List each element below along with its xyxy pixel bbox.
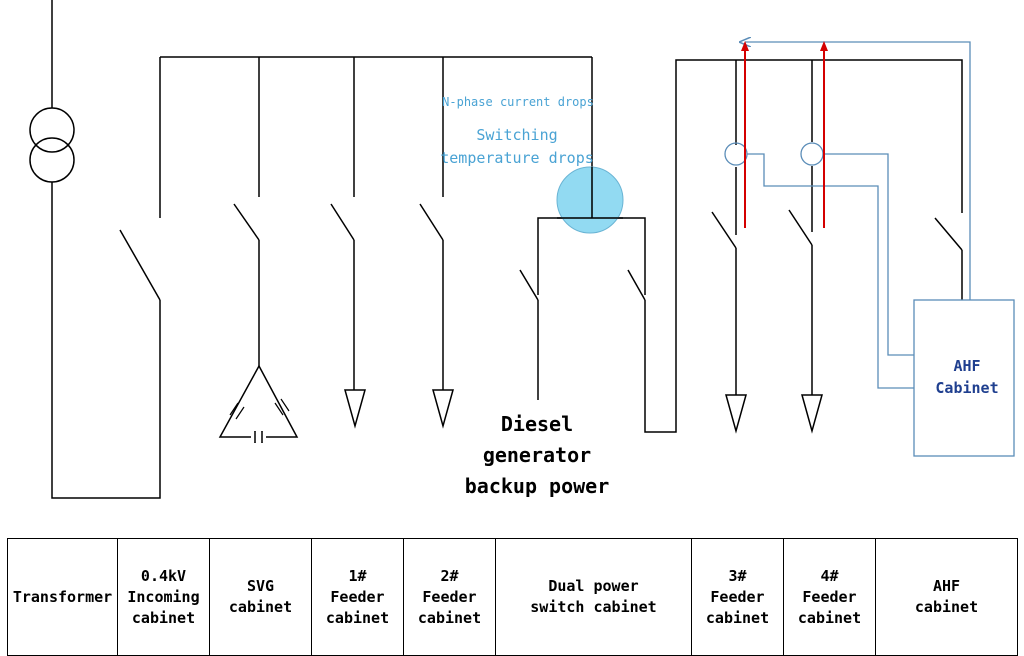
dual-power-switch	[519, 57, 963, 433]
single-line-diagram: AHF Cabinet N-phase current drops Switch…	[29, 0, 1015, 499]
n-phase-note: N-phase current drops	[442, 95, 594, 109]
feeder-1-branch	[330, 57, 366, 429]
cell-ahf-cabinet: AHF cabinet	[875, 538, 1018, 656]
feeder-4-branch	[788, 60, 823, 434]
feeder-4-load-icon	[801, 394, 823, 434]
incoming-breaker	[119, 57, 161, 301]
feeder-2-load-icon	[432, 389, 454, 429]
diesel-label-line2: generator	[483, 443, 591, 467]
feeder-3-load-icon	[725, 394, 747, 434]
cabinet-legend-table: Transformer 0.4kV Incoming cabinet SVG c…	[7, 538, 1018, 656]
cell-feeder-3: 3# Feeder cabinet	[691, 538, 784, 656]
cell-transformer: Transformer	[7, 538, 118, 656]
switching-note-line1: Switching	[476, 126, 557, 144]
ahf-cabinet-label-line2: Cabinet	[935, 379, 998, 397]
diesel-label-line1: Diesel	[501, 412, 573, 436]
cabinet-row: Transformer 0.4kV Incoming cabinet SVG c…	[7, 538, 1018, 656]
feeder-2-branch	[419, 57, 454, 429]
cell-dual-power-switch: Dual power switch cabinet	[495, 538, 692, 656]
capacitor-delta-icon	[218, 364, 299, 438]
cell-feeder-2: 2# Feeder cabinet	[403, 538, 496, 656]
ahf-cabinet-label-line1: AHF	[953, 357, 980, 375]
current-flow-arrows	[741, 41, 828, 228]
ahf-branch	[934, 217, 963, 300]
cell-feeder-1: 1# Feeder cabinet	[311, 538, 404, 656]
svg-cabinet-branch	[218, 57, 299, 443]
diesel-label-line3: backup power	[465, 474, 610, 498]
cell-feeder-4: 4# Feeder cabinet	[783, 538, 876, 656]
cell-svg-cabinet: SVG cabinet	[209, 538, 312, 656]
transformer-symbol	[29, 0, 161, 499]
temperature-bubble	[556, 166, 624, 234]
ct-4-icon	[800, 142, 824, 166]
feeder-3-branch	[711, 60, 747, 434]
ct-3-icon	[724, 142, 748, 166]
cell-incoming-cabinet: 0.4kV Incoming cabinet	[117, 538, 210, 656]
ahf-cabinet-box	[913, 299, 1015, 457]
feeder-1-load-icon	[344, 389, 366, 429]
switching-note-line2: temperature drops	[440, 149, 594, 167]
